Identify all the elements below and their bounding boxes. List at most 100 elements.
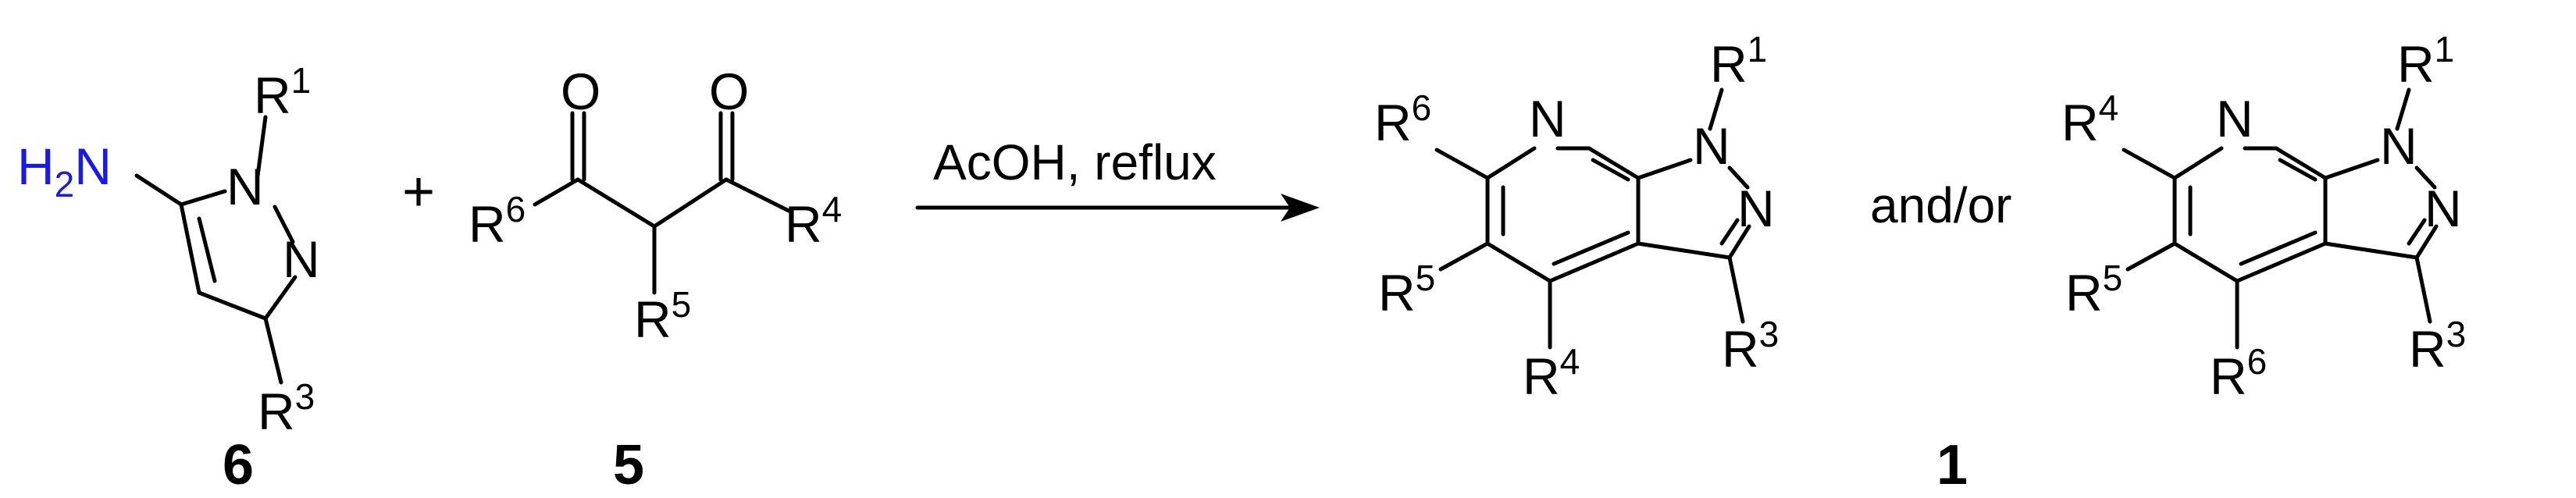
amine-h-atom: H: [17, 137, 55, 195]
r-symbol: R: [2061, 94, 2099, 151]
bond-c3-c3a: [2323, 241, 2419, 260]
bond-r6-c1: [533, 177, 580, 207]
substituent-r6: R6: [2210, 341, 2267, 405]
r-superscript: 1: [291, 60, 312, 101]
amine-nh2: H2N: [17, 137, 112, 205]
arrow-head: [1281, 194, 1320, 222]
compound-label-5: 5: [613, 434, 644, 496]
r-superscript: 6: [506, 189, 526, 229]
bond-c3-r4: [724, 177, 791, 213]
substituent-r3: R3: [1722, 314, 1779, 378]
bond-n7-c7a: [2274, 146, 2328, 180]
r-symbol: R: [634, 290, 672, 348]
product-1-isomer-a: N N N R1 R6 R5 R4 R3: [1374, 29, 1779, 405]
bond-c5-r5: [2125, 241, 2177, 272]
substituent-r3: R3: [2409, 314, 2466, 378]
substituent-r3: R3: [258, 376, 315, 440]
bond-n7-c7a: [1587, 146, 1641, 180]
r-superscript: 3: [295, 376, 315, 417]
compound-6-aminopyrazole: H2N N N R1 R3 6: [17, 60, 320, 496]
bond-c3-c4: [197, 290, 268, 321]
bond-c3-r3: [1727, 255, 1745, 324]
reaction-arrow: AcOH, reflux: [915, 134, 1320, 222]
reaction-conditions: AcOH, reflux: [933, 134, 1217, 190]
bond-c7a-n1: [2323, 158, 2380, 180]
bond-c6-r4: [2122, 148, 2177, 180]
r-symbol: R: [2409, 320, 2446, 378]
bond-c6-n7: [1485, 146, 1537, 180]
bond-n1-r1: [2395, 87, 2411, 131]
r-symbol: R: [254, 66, 291, 124]
substituent-r4: R4: [2061, 87, 2118, 151]
r-symbol: R: [2397, 35, 2435, 93]
plus-sign: +: [402, 161, 435, 223]
r-symbol: R: [1710, 35, 1748, 93]
bond-c3-r3: [2414, 255, 2432, 324]
compound-5-diketone: O O R6 R4 R5 5: [469, 62, 842, 496]
bond-c2-c3: [652, 177, 729, 229]
substituent-r5: R5: [2065, 258, 2122, 322]
r-symbol: R: [1722, 320, 1759, 378]
bond-n1-n2: [2414, 165, 2437, 190]
r-superscript: 6: [2247, 341, 2268, 382]
substituent-r6: R6: [1374, 87, 1431, 151]
substituent-r1: R1: [254, 60, 311, 124]
pyrazole-n2-atom: N: [2425, 180, 2462, 237]
r-superscript: 5: [2103, 258, 2123, 298]
r-superscript: 4: [822, 189, 843, 229]
r-superscript: 1: [2435, 29, 2455, 69]
bond-n7-c7a-double: [2278, 158, 2318, 182]
r-symbol: R: [258, 382, 295, 440]
bond-c5-r5: [1438, 241, 1490, 272]
bond-n2-c3-double: [2407, 218, 2427, 246]
substituent-r6: R6: [469, 189, 526, 253]
amine-subscript: 2: [55, 164, 75, 205]
bond-c3-r3: [263, 316, 283, 385]
r-symbol: R: [469, 195, 506, 253]
bond-n2-c3-double: [1719, 218, 1740, 246]
r-symbol: R: [785, 195, 822, 253]
carbonyl-oxygen-1: O: [561, 62, 600, 120]
r-superscript: 6: [1412, 87, 1432, 128]
bond-n2-c3: [263, 275, 298, 321]
bond-n7-c7a-double: [1591, 158, 1630, 182]
pyridine-n-atom: N: [2216, 90, 2254, 148]
pyrazole-n1-atom: N: [1693, 117, 1730, 175]
bond-c5-c4: [2172, 241, 2239, 283]
bond-c7a-n1: [1636, 158, 1693, 180]
bond-c4-c3a-double: [2239, 230, 2318, 266]
compound-label-6: 6: [223, 434, 254, 496]
bond-n1-r1: [1708, 87, 1724, 131]
carbonyl-oxygen-2: O: [709, 62, 749, 120]
bond-c5-n1: [179, 189, 227, 207]
bond-c1-c2: [575, 177, 657, 229]
r-superscript: 3: [1759, 314, 1780, 354]
bond-n2-c3: [1727, 224, 1751, 260]
substituent-r1: R1: [2397, 29, 2454, 93]
r-symbol: R: [2210, 347, 2247, 405]
bond-c6-n7: [2172, 146, 2224, 180]
bond-n1-n2: [1727, 165, 1750, 190]
bond-c3-c3a: [1636, 241, 1732, 260]
bond-c4-c5: [179, 202, 201, 295]
r-symbol: R: [1378, 264, 1416, 322]
bond-n1-n2: [273, 205, 295, 244]
r-symbol: R: [1374, 94, 1412, 151]
pyrazole-n2-atom: N: [1737, 180, 1775, 237]
r-symbol: R: [2065, 264, 2103, 322]
substituent-r5: R5: [634, 284, 691, 348]
pyrazole-n2-atom: N: [283, 230, 320, 288]
pyrazole-n1-atom: N: [226, 158, 264, 215]
bond-c5-nh2: [134, 173, 183, 207]
pyridine-n-atom: N: [1529, 90, 1566, 148]
r-superscript: 1: [1748, 29, 1768, 69]
bond-c5-c4: [1485, 241, 1552, 283]
substituent-r4: R4: [785, 189, 842, 253]
product-1-isomer-b: N N N R1 R4 R5 R6 R3: [2061, 29, 2466, 405]
and-or-connector: and/or: [1870, 177, 2011, 233]
r-superscript: 4: [2099, 87, 2119, 128]
bond-c4-c3a: [2235, 241, 2328, 283]
bond-n2-c3: [2414, 224, 2439, 260]
r-symbol: R: [1523, 347, 1560, 405]
